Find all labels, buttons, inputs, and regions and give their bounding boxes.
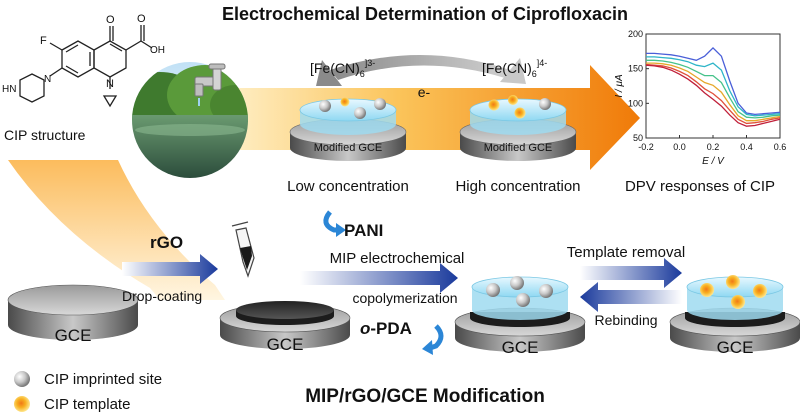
legend: CIP imprinted site CIP template: [14, 371, 162, 413]
gce-label-2: GCE: [267, 335, 304, 354]
water-sample-photo: [132, 62, 248, 178]
electrode-bare-gce: [7, 284, 139, 340]
dpv-xtick-label: 0.2: [707, 142, 720, 152]
electrode-rgo-gce: [219, 301, 351, 349]
svg-text:[Fe(CN)6]4-: [Fe(CN)6]4-: [482, 58, 547, 79]
dpv-xtick-label: 0.4: [740, 142, 753, 152]
electrode-high-label: Modified GCE: [484, 142, 552, 154]
dpv-series-line-1: [646, 46, 781, 116]
atom-n-ring: N: [106, 78, 114, 90]
pani-curl-arrow-icon: [323, 210, 346, 237]
gce-label-3: GCE: [502, 338, 539, 357]
redox-left-label: [Fe(CN)6]3-: [310, 58, 375, 79]
atom-o-top: O: [106, 14, 115, 26]
dpv-xtick-label: 0.0: [673, 142, 686, 152]
bottom-title: MIP/rGO/GCE Modification: [305, 386, 545, 407]
template-removal-label: Template removal: [567, 244, 685, 261]
gray-sphere-icon: [14, 371, 30, 387]
high-concentration-label: High concentration: [455, 178, 580, 195]
pipette-icon: [231, 221, 255, 278]
dpv-series-line-5: [645, 63, 781, 125]
atom-hn: HN: [2, 84, 16, 95]
electron-transfer-arrow: [330, 55, 510, 80]
rebinding-arrow: [580, 282, 682, 312]
rgo-arrow: [122, 254, 218, 284]
dpv-ytick-label: 100: [628, 98, 643, 108]
rebinding-label: Rebinding: [594, 312, 657, 328]
dpv-series-line-6: [645, 64, 781, 127]
electrode-mip-gce: [454, 276, 586, 352]
electrode-high-concentration: [459, 95, 577, 161]
gce-label-1: GCE: [55, 326, 92, 345]
electron-arrow-head: [316, 60, 342, 86]
gce-label-4: GCE: [717, 338, 754, 357]
dpv-ytick-label: 200: [628, 29, 643, 39]
template-removal-arrow: [580, 258, 682, 288]
dpv-chart: -0.2 0.0 0.2 0.4 0.6 50 100 150 200 E / V I / μA: [614, 29, 786, 167]
page-title: Electrochemical Determination of Ciprofl…: [222, 4, 628, 24]
atom-f: F: [40, 35, 47, 47]
opda-label: o-PDA: [360, 319, 412, 338]
electrode-low-concentration: [289, 97, 407, 161]
dpv-xlabel: E / V: [702, 156, 725, 167]
legend-imprinted-site: CIP imprinted site: [44, 371, 162, 388]
atom-oh: OH: [150, 45, 165, 56]
dpv-series-line-2: [646, 56, 781, 117]
low-concentration-label: Low concentration: [287, 178, 409, 195]
dpv-xtick-label: -0.2: [638, 142, 654, 152]
atom-o-acid: O: [137, 13, 146, 25]
rgo-label: rGO: [150, 233, 183, 252]
electron-label: e-: [418, 84, 431, 100]
svg-text:[Fe(CN)6]3-: [Fe(CN)6]3-: [310, 58, 375, 79]
cip-structure: [19, 25, 153, 108]
orange-down-arrow: [8, 160, 225, 300]
dpv-ytick-label: 150: [628, 64, 643, 74]
drop-coating-label: Drop-coating: [122, 288, 202, 304]
atom-n-pip: N: [44, 74, 51, 85]
dpv-ylabel: I / μA: [614, 74, 625, 98]
dpv-responses-label: DPV responses of CIP: [625, 178, 775, 195]
dpv-ytick-label: 50: [633, 133, 643, 143]
electron-arrow-head-right: [500, 58, 526, 84]
faucet-icon: [194, 63, 226, 106]
cip-structure-label: CIP structure: [4, 127, 86, 143]
dpv-xtick-label: 0.6: [774, 142, 787, 152]
dpv-series-line-3: [646, 59, 781, 119]
mip-line2-label: copolymerization: [352, 290, 457, 306]
mip-arrow: [300, 263, 458, 293]
electrode-template-gce: [669, 275, 800, 352]
mip-line1-label: MIP electrochemical: [330, 250, 465, 267]
opda-curl-arrow-icon: [422, 324, 444, 355]
dpv-series-line-4: [646, 62, 781, 122]
pani-label: PANI: [344, 221, 383, 240]
orange-sphere-icon: [14, 396, 30, 412]
redox-right-label: [Fe(CN)6]4-: [482, 58, 547, 79]
legend-template: CIP template: [44, 396, 130, 413]
electrode-low-label: Modified GCE: [314, 142, 382, 154]
orange-right-arrow: [200, 65, 640, 170]
